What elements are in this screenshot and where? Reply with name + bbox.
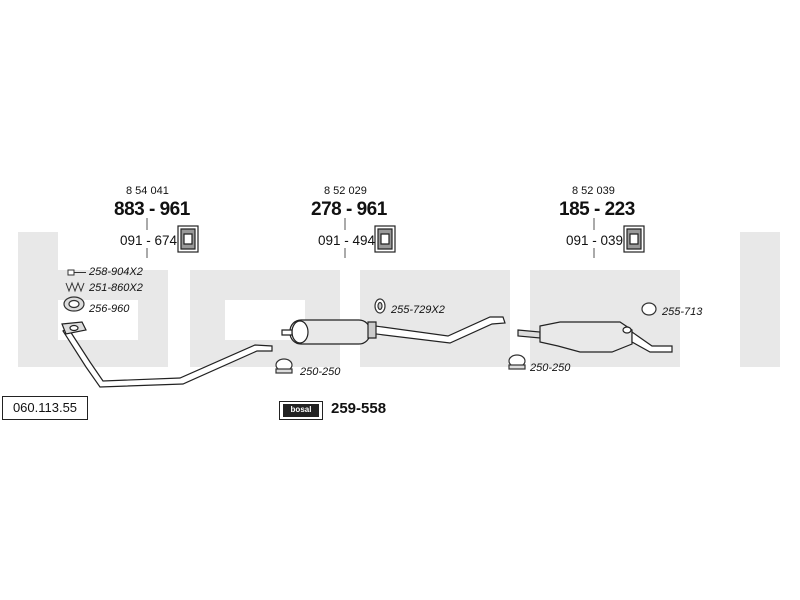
hanger-icon-rear xyxy=(623,225,645,253)
oe-ref-rear: 8 52 039 xyxy=(572,185,615,197)
gasket-icon xyxy=(63,296,85,312)
mounting-kit-number: 259-558 xyxy=(331,400,387,417)
ring-icon-middle xyxy=(374,298,386,314)
hanger-number-middle: 091 - 494 xyxy=(318,233,376,248)
part-number-rear-silencer: 185 - 223 xyxy=(559,199,635,220)
bosal-logo-box: bosal xyxy=(279,401,323,420)
hanger-number-front: 091 - 674 xyxy=(120,233,178,248)
bosal-logo: bosal xyxy=(283,404,319,417)
label-bolt: 258-904X2 xyxy=(89,266,143,278)
part-number-middle-silencer: 278 - 961 xyxy=(311,199,387,220)
label-ring-rear: 255-713 xyxy=(662,306,703,318)
spring-icon xyxy=(65,281,85,293)
clamp-icon-front xyxy=(275,358,293,374)
rear-silencer xyxy=(517,321,673,353)
part-number-front-pipe: 883 - 961 xyxy=(114,199,190,220)
label-clamp-front: 250-250 xyxy=(300,366,341,378)
middle-silencer xyxy=(281,316,506,345)
bolt-icon xyxy=(67,269,86,276)
hanger-icon-middle xyxy=(374,225,396,253)
ring-icon-rear xyxy=(641,302,657,316)
front-pipe xyxy=(61,321,273,388)
hanger-icon-front xyxy=(177,225,199,253)
catalog-number: 060.113.55 xyxy=(2,396,88,420)
label-ring-middle: 255-729X2 xyxy=(391,304,445,316)
clamp-icon-rear xyxy=(508,354,526,370)
label-gasket: 256-960 xyxy=(89,303,130,315)
oe-ref-front: 8 54 041 xyxy=(126,185,169,197)
label-spring: 251-860X2 xyxy=(89,282,143,294)
oe-ref-middle: 8 52 029 xyxy=(324,185,367,197)
hanger-number-rear: 091 - 039 xyxy=(566,233,624,248)
label-clamp-rear: 250-250 xyxy=(530,362,571,374)
